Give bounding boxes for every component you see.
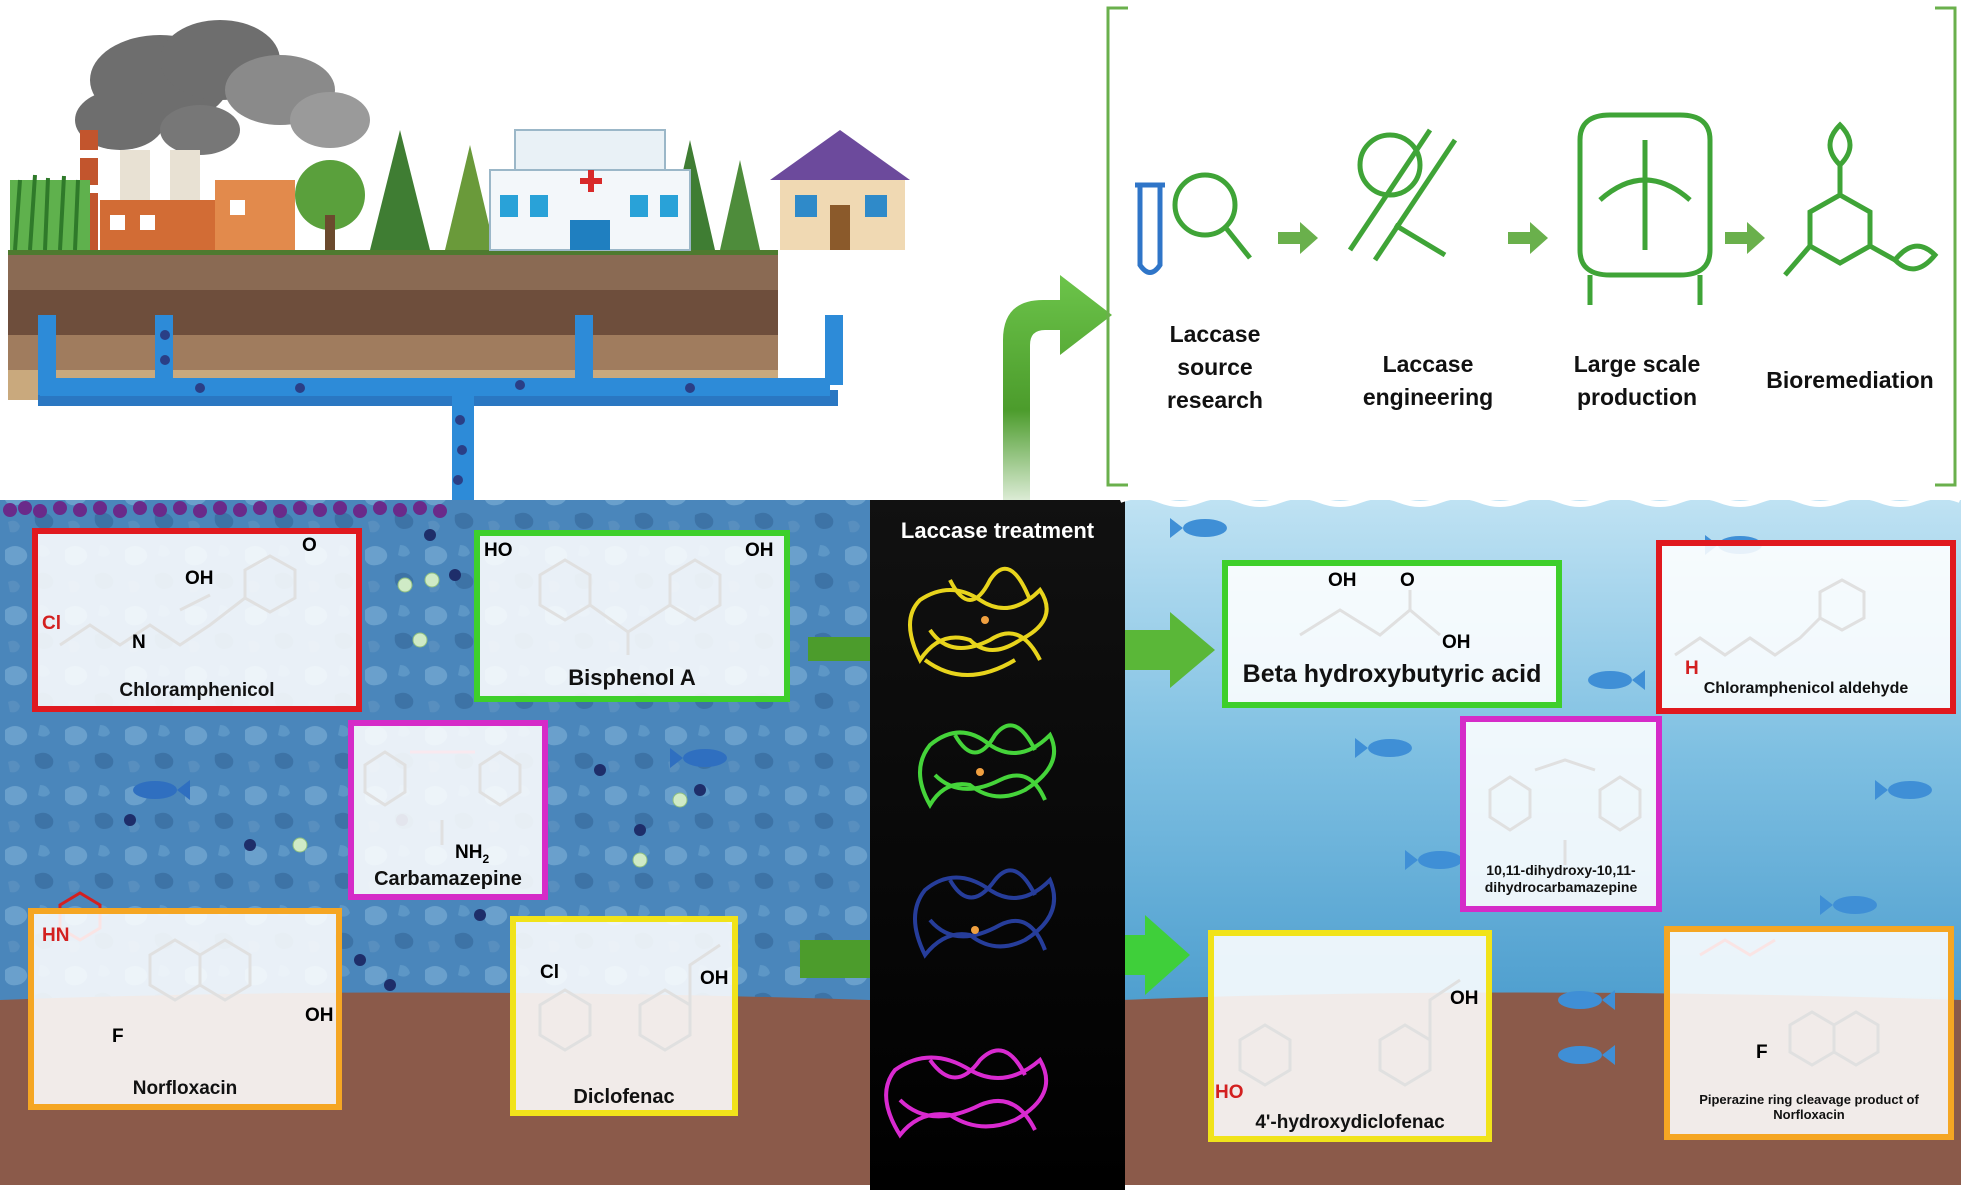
treatment-arrows — [800, 612, 1215, 995]
norfloxacin-label: Norfloxacin — [132, 1078, 238, 1099]
atom-hn: HN — [42, 925, 70, 946]
beta-hydroxybutyric-box — [1222, 560, 1562, 708]
diclofenac-box — [510, 916, 738, 1116]
beta-hydroxybutyric-label: Beta hydroxybutyric acid — [1242, 660, 1542, 688]
norfloxacin-box — [28, 908, 342, 1110]
atom-o: O — [302, 535, 317, 556]
atom-oh-bhb: OH — [1328, 570, 1357, 591]
chloramphenicol-box — [32, 528, 362, 712]
bisphenol-a-box — [474, 530, 790, 702]
atom-oh-hydroxydiclo: OH — [1450, 988, 1479, 1009]
step-bioremediation-label: Bioremediation — [1766, 367, 1934, 393]
atom-oh-bhb2: OH — [1442, 632, 1471, 653]
atom-ho-hydroxydiclo: HO — [1215, 1082, 1244, 1103]
frame-left-bracket — [1106, 6, 1128, 487]
atom-oh-bpa: OH — [745, 540, 774, 561]
hydroxydiclofenac-label: 4'-hydroxydiclofenac — [1255, 1112, 1445, 1133]
laccase-structure-yellow-icon — [908, 566, 1049, 677]
chloramphenicol-label: Chloramphenicol — [119, 680, 275, 701]
norfloxacin-product-box — [1664, 926, 1954, 1140]
fish-icon — [133, 748, 727, 800]
laccase-structure-blue-icon — [913, 868, 1056, 959]
dihydroxy-cbz-box — [1460, 716, 1662, 912]
atom-cl-diclo: Cl — [540, 962, 559, 983]
arrow-to-process — [1003, 275, 1112, 500]
atom-nh2: NH2 — [455, 842, 490, 866]
atom-h-aldehyde: H — [1685, 658, 1699, 679]
factory-icon — [80, 130, 295, 250]
hydroxydiclofenac-box — [1208, 930, 1492, 1142]
dna-gear-wrench-icon — [1347, 128, 1458, 262]
atom-f: F — [112, 1026, 124, 1047]
atom-oh: OH — [185, 568, 214, 589]
carbamazepine-box — [348, 720, 548, 900]
step-source-research-label: Laccase source research — [1167, 321, 1263, 413]
diclofenac-label: Diclofenac — [573, 1086, 675, 1108]
atom-n: N — [132, 632, 146, 653]
chloramphenicol-aldehyde-box — [1656, 540, 1956, 714]
soil-layer-top — [8, 250, 778, 290]
carbamazepine-label: Carbamazepine — [374, 868, 522, 890]
step-arrows — [1278, 222, 1765, 254]
laccase-structure-green-icon — [918, 723, 1056, 809]
smoke-icon — [75, 20, 370, 155]
step-production-label: Large scale production — [1573, 351, 1701, 410]
atom-ho-bpa: HO — [484, 540, 513, 561]
bioreactor-icon — [1577, 112, 1713, 305]
frame-right-bracket — [1935, 6, 1957, 487]
norfloxacin-product-label: Piperazine ring cleavage product of Norf… — [1699, 1092, 1919, 1122]
hospital-icon — [489, 129, 691, 251]
crop-field-icon — [10, 174, 90, 251]
treatment-panel — [870, 500, 1125, 1190]
benzene-leaf-icon — [1783, 121, 1939, 277]
atom-o-bhb: O — [1400, 570, 1415, 591]
atom-oh-norflox: OH — [305, 1005, 334, 1026]
bisphenol-a-label: Bisphenol A — [568, 665, 696, 690]
step-engineering-label: Laccase engineering — [1362, 351, 1494, 410]
house-icon — [770, 130, 910, 250]
atom-oh-diclo: OH — [700, 968, 729, 989]
chloramphenicol-aldehyde-label: Chloramphenicol aldehyde — [1703, 680, 1909, 697]
laccase-structure-magenta-icon — [884, 1048, 1049, 1139]
atom-cl: Cl — [42, 613, 61, 634]
atom-f-norflox-product: F — [1756, 1042, 1768, 1063]
treatment-title: Laccase treatment — [900, 518, 1095, 543]
dihydroxy-cbz-label: 10,11-dihydroxy-10,11- dihydrocarbamazep… — [1484, 862, 1638, 895]
magnifier-testtube-icon — [1135, 172, 1252, 275]
